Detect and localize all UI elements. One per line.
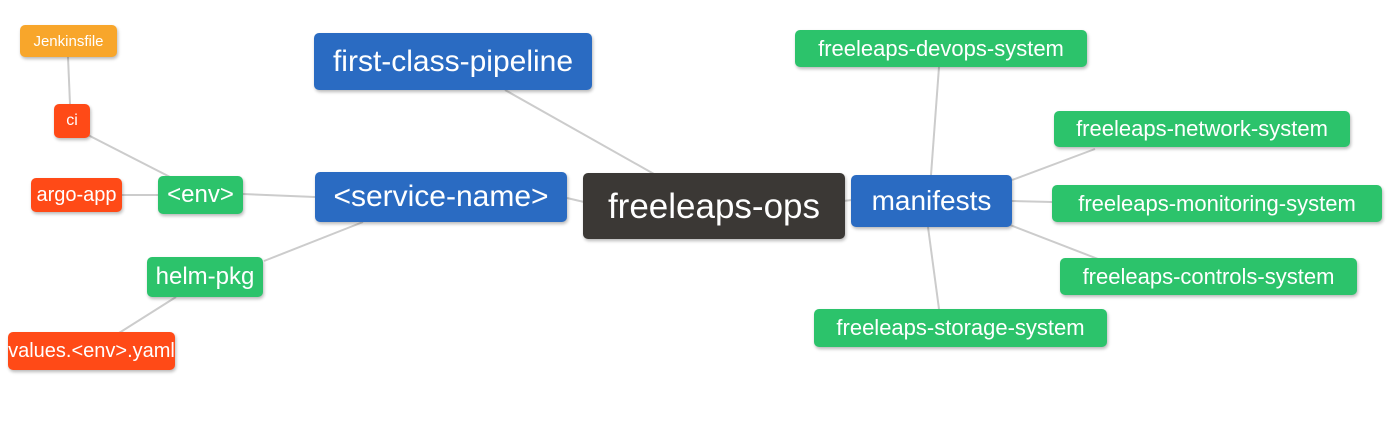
- node-freeleaps-devops-system[interactable]: freeleaps-devops-system: [795, 30, 1087, 67]
- node-freeleaps-network-system[interactable]: freeleaps-network-system: [1054, 111, 1350, 147]
- edge-helm-pkg-values-env-yaml: [118, 296, 177, 334]
- edge-ci-env: [85, 133, 173, 179]
- node-argo-app[interactable]: argo-app: [31, 178, 122, 212]
- node-freeleaps-monitoring-system[interactable]: freeleaps-monitoring-system: [1052, 185, 1382, 222]
- edge-service-name-helm-pkg: [263, 221, 364, 262]
- node-jenkinsfile[interactable]: Jenkinsfile: [20, 25, 117, 57]
- node-values-env-yaml[interactable]: values.<env>.yaml: [8, 332, 175, 370]
- edge-manifests-network-system: [1011, 148, 1096, 181]
- node-freeleaps-ops[interactable]: freeleaps-ops: [583, 173, 845, 239]
- edge-manifests-devops-system: [930, 66, 940, 176]
- edge-manifests-monitoring-system: [1011, 200, 1053, 203]
- node-helm-pkg[interactable]: helm-pkg: [147, 257, 263, 297]
- node-freeleaps-controls-system[interactable]: freeleaps-controls-system: [1060, 258, 1357, 295]
- node-service-name[interactable]: <service-name>: [315, 172, 567, 222]
- node-freeleaps-storage-system[interactable]: freeleaps-storage-system: [814, 309, 1107, 347]
- node-env[interactable]: <env>: [158, 176, 243, 214]
- edge-env-service-name: [242, 193, 316, 198]
- edge-first-class-pipeline-freeleaps-ops: [504, 89, 655, 175]
- edge-service-name-freeleaps-ops: [566, 197, 585, 203]
- node-ci[interactable]: ci: [54, 104, 90, 138]
- edge-jenkinsfile-ci: [67, 56, 71, 105]
- node-manifests[interactable]: manifests: [851, 175, 1012, 227]
- node-first-class-pipeline[interactable]: first-class-pipeline: [314, 33, 592, 90]
- edge-manifests-storage-system: [927, 226, 940, 310]
- edge-manifests-controls-system: [1009, 224, 1099, 260]
